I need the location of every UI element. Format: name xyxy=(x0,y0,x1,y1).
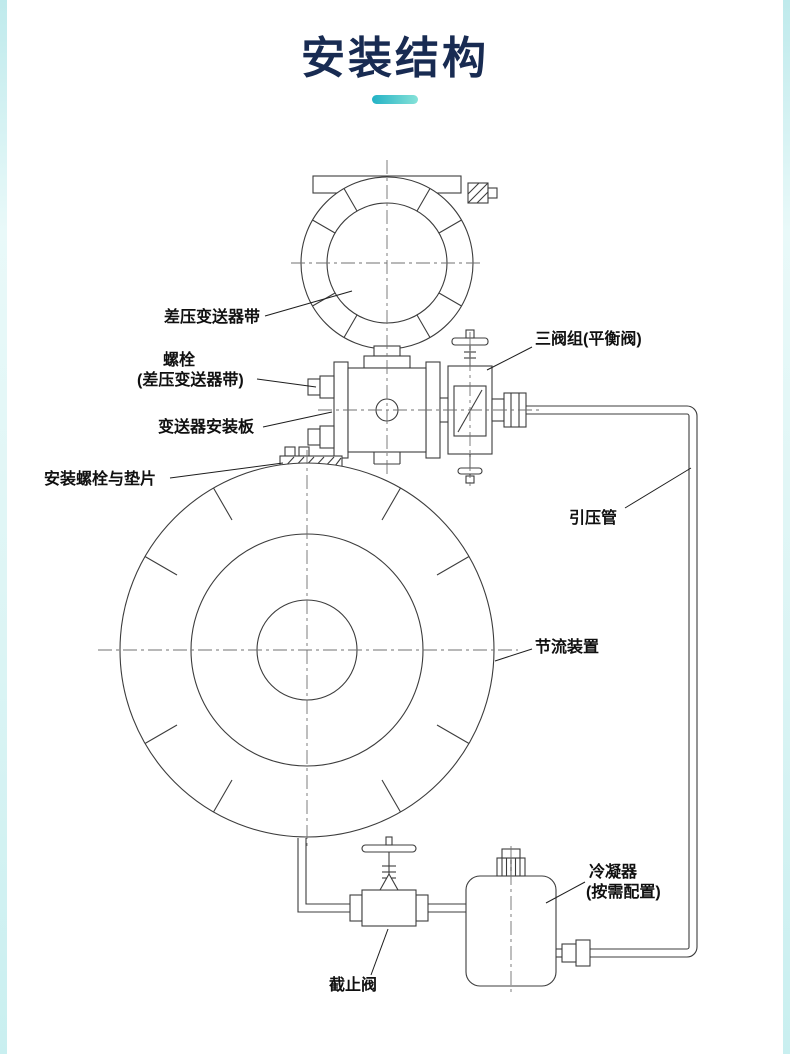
centerlines xyxy=(98,160,542,992)
leader-throttling-device xyxy=(494,648,533,662)
label-stop-valve: 截止阀 xyxy=(329,975,377,994)
valve-left-flange xyxy=(349,894,363,922)
leader-impulse-pipe xyxy=(624,467,692,509)
page-title: 安装结构 xyxy=(301,34,489,83)
labels: 差压变送器带 螺栓 (差压变送器带) 变送器安装板 安装螺栓与垫片 三阀组(平衡… xyxy=(44,307,661,994)
leader-condenser xyxy=(545,881,586,904)
impulse-pipe xyxy=(526,405,698,967)
label-throttling-device: 节流装置 xyxy=(535,637,599,656)
leader-bolt xyxy=(256,378,317,388)
head-side-bolt xyxy=(467,182,498,204)
leader-mounting-bolts xyxy=(169,462,284,479)
valve-body xyxy=(361,889,417,927)
leader-three-valve xyxy=(486,346,533,371)
three-valve-manifold xyxy=(440,329,527,484)
stop-valve xyxy=(349,836,466,927)
leader-stop-valve xyxy=(370,928,389,976)
bracket-bolt-2 xyxy=(298,446,310,457)
left-edge-decoration xyxy=(0,0,7,1054)
orifice-ticks xyxy=(144,487,470,813)
label-mounting-bolts-gasket: 安装螺栓与垫片 xyxy=(44,469,156,488)
leader-transmitter-band xyxy=(264,290,353,317)
label-bolt-line1: 螺栓 xyxy=(163,350,196,369)
valve-handle xyxy=(361,836,417,853)
pipe-end-fitting xyxy=(556,939,591,967)
bracket-bolt-1 xyxy=(284,446,296,457)
transmitter-body xyxy=(307,345,441,465)
title-accent-bar xyxy=(372,95,418,104)
manifold-connector xyxy=(440,397,448,423)
flange-bolt-upper xyxy=(307,375,335,399)
label-mounting-plate: 变送器安装板 xyxy=(158,417,255,436)
label-condenser-line1: 冷凝器 xyxy=(589,862,638,881)
drain-pipe xyxy=(297,838,350,913)
valve-right-flange xyxy=(415,894,429,922)
label-three-valve-manifold: 三阀组(平衡阀) xyxy=(535,329,642,348)
label-impulse-pipe: 引压管 xyxy=(569,508,617,527)
leader-mounting-plate xyxy=(262,411,333,428)
right-edge-decoration xyxy=(783,0,790,1054)
label-transmitter-band: 差压变送器带 xyxy=(164,307,260,326)
transmitter-head xyxy=(300,175,498,350)
flange-bolt-lower xyxy=(307,425,335,449)
valve-stem xyxy=(379,852,399,891)
label-bolt-line2: (差压变送器带) xyxy=(137,370,244,389)
leader-lines xyxy=(169,290,692,976)
valve-outlet-pipe xyxy=(428,903,466,913)
label-condenser-line2: (按需配置) xyxy=(586,882,661,901)
